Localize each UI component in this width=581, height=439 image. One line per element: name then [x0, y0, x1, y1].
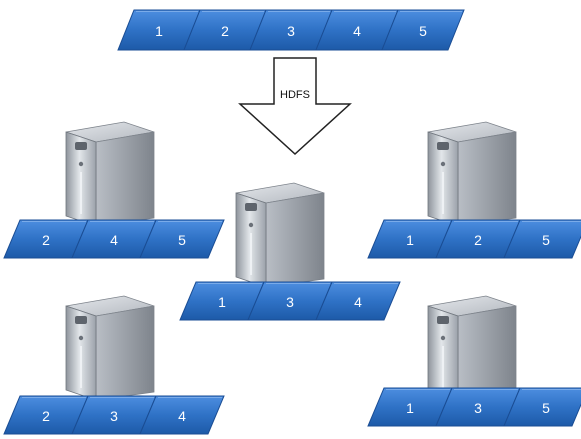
node-block-row: 1 2 5	[367, 219, 581, 259]
node-block-row: 1 3 4	[179, 281, 401, 321]
node-top-right: 1 2 5	[367, 121, 581, 259]
node-bottom-right: 1 3 5	[367, 295, 581, 427]
power-button-icon	[248, 222, 254, 228]
block-label: 5	[542, 232, 550, 248]
block-label: 5	[178, 232, 186, 248]
drive-bay-icon	[75, 142, 87, 150]
hdfs-distribution-arrow: HDFS	[238, 57, 352, 156]
block-label: 3	[110, 408, 118, 424]
server-side	[457, 305, 517, 401]
block-shape	[315, 281, 401, 321]
block-shape	[503, 387, 581, 427]
block: 4	[315, 9, 399, 51]
server-side	[95, 305, 155, 401]
block-shape	[381, 9, 465, 51]
node-top-left: 2 4 5	[3, 121, 225, 259]
block: 5	[503, 387, 581, 427]
power-button-icon	[440, 161, 446, 167]
block-label: 3	[286, 294, 294, 310]
block: 5	[503, 219, 581, 259]
block-label: 4	[353, 23, 361, 39]
block-label: 3	[474, 400, 482, 416]
block-label: 2	[474, 232, 482, 248]
block-label: 3	[287, 23, 295, 39]
block: 3	[435, 387, 521, 427]
block-label: 2	[42, 408, 50, 424]
hdfs-arrow-shape	[238, 57, 352, 156]
block-label: 4	[354, 294, 362, 310]
drive-bay-icon	[75, 316, 87, 324]
server-icon	[424, 121, 524, 232]
block: 3	[247, 281, 333, 321]
block: 4	[315, 281, 401, 321]
power-button-icon	[440, 335, 446, 341]
block-label: 1	[218, 294, 226, 310]
block-label: 5	[542, 400, 550, 416]
block-label: 4	[110, 232, 118, 248]
block-label: 2	[221, 23, 229, 39]
server-side	[265, 192, 325, 288]
server-icon	[62, 121, 162, 232]
server-icon	[62, 295, 162, 406]
power-button-icon	[78, 161, 84, 167]
server-side	[457, 131, 517, 227]
block-label: 1	[406, 232, 414, 248]
block: 5	[381, 9, 465, 51]
block-label: 1	[155, 23, 163, 39]
node-block-row: 2 3 4	[3, 395, 225, 435]
block: 5	[139, 219, 225, 259]
block-label: 1	[406, 400, 414, 416]
block-shape	[139, 395, 225, 435]
block-shape	[139, 219, 225, 259]
node-block-row: 2 4 5	[3, 219, 225, 259]
server-icon	[232, 182, 332, 293]
block-label: 2	[42, 232, 50, 248]
node-center: 1 3 4	[179, 182, 401, 321]
source-block-strip: 1 2 3 4 5	[117, 9, 465, 51]
power-button-icon	[78, 335, 84, 341]
server-side	[95, 131, 155, 227]
drive-bay-icon	[437, 316, 449, 324]
node-block-row: 1 3 5	[367, 387, 581, 427]
drive-bay-icon	[245, 203, 257, 211]
node-bottom-left: 2 3 4	[3, 295, 225, 435]
block: 1	[179, 281, 265, 321]
block: 4	[139, 395, 225, 435]
block-label: 4	[178, 408, 186, 424]
source-file-block-row: 1 2 3 4 5	[117, 9, 465, 51]
drive-bay-icon	[437, 142, 449, 150]
data-nodes: 2 4 5 1 3 4 1 2 5 2 3 4 1 3 5	[3, 121, 581, 435]
block-shape	[503, 219, 581, 259]
hdfs-arrow-label: HDFS	[280, 89, 310, 101]
block-label: 5	[419, 23, 427, 39]
